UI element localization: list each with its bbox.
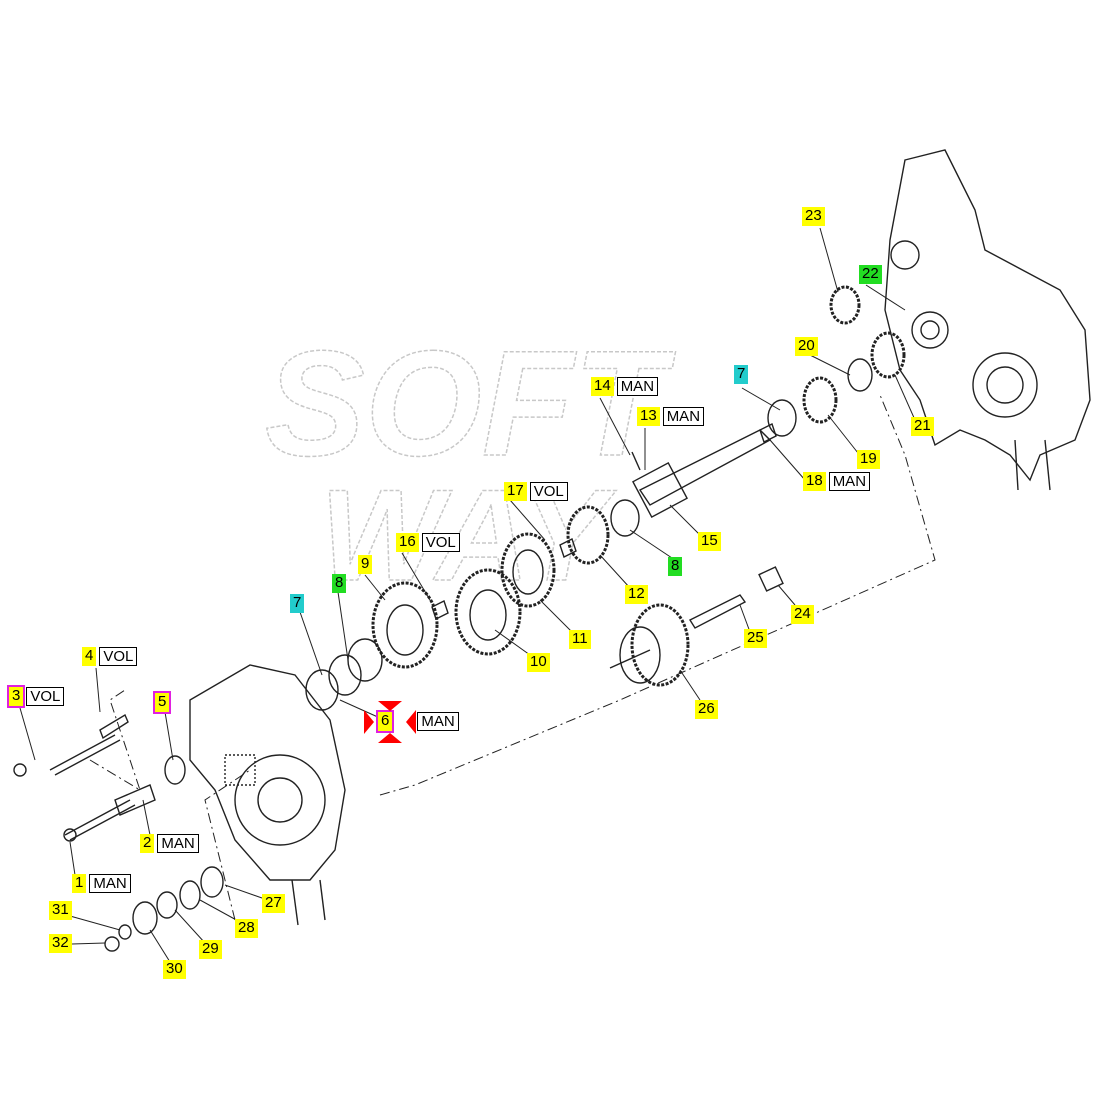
callout-23[interactable]: 23 (802, 206, 825, 226)
gears (371, 285, 906, 687)
part-number: 18 (803, 471, 826, 491)
part-number: 28 (235, 918, 258, 938)
callout-7b[interactable]: 7 (734, 364, 749, 384)
bearings (104, 866, 224, 952)
part-number: 15 (698, 531, 721, 551)
callout-21[interactable]: 21 (911, 416, 934, 436)
callout-32[interactable]: 32 (49, 933, 72, 953)
watermark-line1: SOFT (265, 319, 676, 487)
part-tag: MAN (157, 833, 199, 853)
callout-8b[interactable]: 8 (668, 556, 683, 576)
part-number: 26 (695, 699, 718, 719)
part-number: 14 (591, 376, 614, 396)
part-number: 19 (857, 449, 880, 469)
part-number: 31 (49, 900, 72, 920)
part-tag: MAN (828, 471, 871, 491)
part-number: 25 (744, 628, 767, 648)
callout-9[interactable]: 9 (358, 554, 373, 574)
part-number: 12 (625, 584, 648, 604)
callout-29[interactable]: 29 (199, 939, 222, 959)
part-number: 3 (6, 684, 26, 708)
part-number: 27 (262, 893, 285, 913)
callout-22[interactable]: 22 (859, 264, 882, 284)
part-number: 24 (791, 604, 814, 624)
part-tag: MAN (417, 711, 459, 731)
part-number: 21 (911, 416, 934, 436)
part-number: 7 (290, 593, 305, 613)
callout-10[interactable]: 10 (527, 652, 550, 672)
callout-25[interactable]: 25 (744, 628, 767, 648)
part-number: 23 (802, 206, 825, 226)
part-tag: MAN (616, 376, 659, 396)
callout-5[interactable]: 5 (152, 690, 172, 714)
part-number: 13 (637, 406, 660, 426)
assembly-lines (89, 394, 936, 921)
part-number: 8 (332, 573, 347, 593)
part-number: 6 (375, 709, 395, 733)
callout-26[interactable]: 26 (695, 699, 718, 719)
callout-11[interactable]: 11 (569, 629, 591, 649)
watermark-line2: WAY (320, 462, 617, 608)
callout-19[interactable]: 19 (857, 449, 880, 469)
callout-28[interactable]: 28 (235, 918, 258, 938)
callout-31[interactable]: 31 (49, 900, 72, 920)
callout-30[interactable]: 30 (163, 959, 186, 979)
callout-27[interactable]: 27 (262, 893, 285, 913)
part-number: 5 (152, 690, 172, 714)
part-tag: VOL (529, 481, 568, 501)
part-tag: MAN (89, 873, 131, 893)
part-number: 30 (163, 959, 186, 979)
callout-15[interactable]: 15 (698, 531, 721, 551)
part-number: 2 (140, 833, 155, 853)
watermark: SOFT WAY (264, 318, 677, 609)
part-tag: VOL (26, 686, 65, 706)
part-number: 11 (569, 629, 591, 649)
part-number: 10 (527, 652, 550, 672)
left-crankcase (189, 664, 346, 926)
part-tag: VOL (99, 646, 138, 666)
part-number: 22 (859, 264, 882, 284)
callout-12[interactable]: 12 (625, 584, 648, 604)
callout-8a[interactable]: 8 (332, 573, 347, 593)
selection-marker-icon (364, 701, 416, 743)
part-number: 17 (504, 481, 527, 501)
callout-6[interactable]: 6 MAN (364, 701, 459, 743)
part-number: 9 (358, 554, 373, 574)
callout-7a[interactable]: 7 (290, 593, 305, 613)
callout-20[interactable]: 20 (795, 336, 818, 356)
part-number: 4 (82, 646, 97, 666)
callout-24[interactable]: 24 (791, 604, 814, 624)
leader-lines (19, 227, 916, 963)
part-tag: VOL (421, 532, 460, 552)
part-number: 20 (795, 336, 818, 356)
part-number: 7 (734, 364, 749, 384)
part-number: 8 (668, 556, 683, 576)
part-number: 1 (72, 873, 87, 893)
part-number: 32 (49, 933, 72, 953)
part-number: 29 (199, 939, 222, 959)
right-crankcase (884, 149, 1091, 491)
part-tag: MAN (662, 406, 705, 426)
part-number: 16 (396, 532, 419, 552)
